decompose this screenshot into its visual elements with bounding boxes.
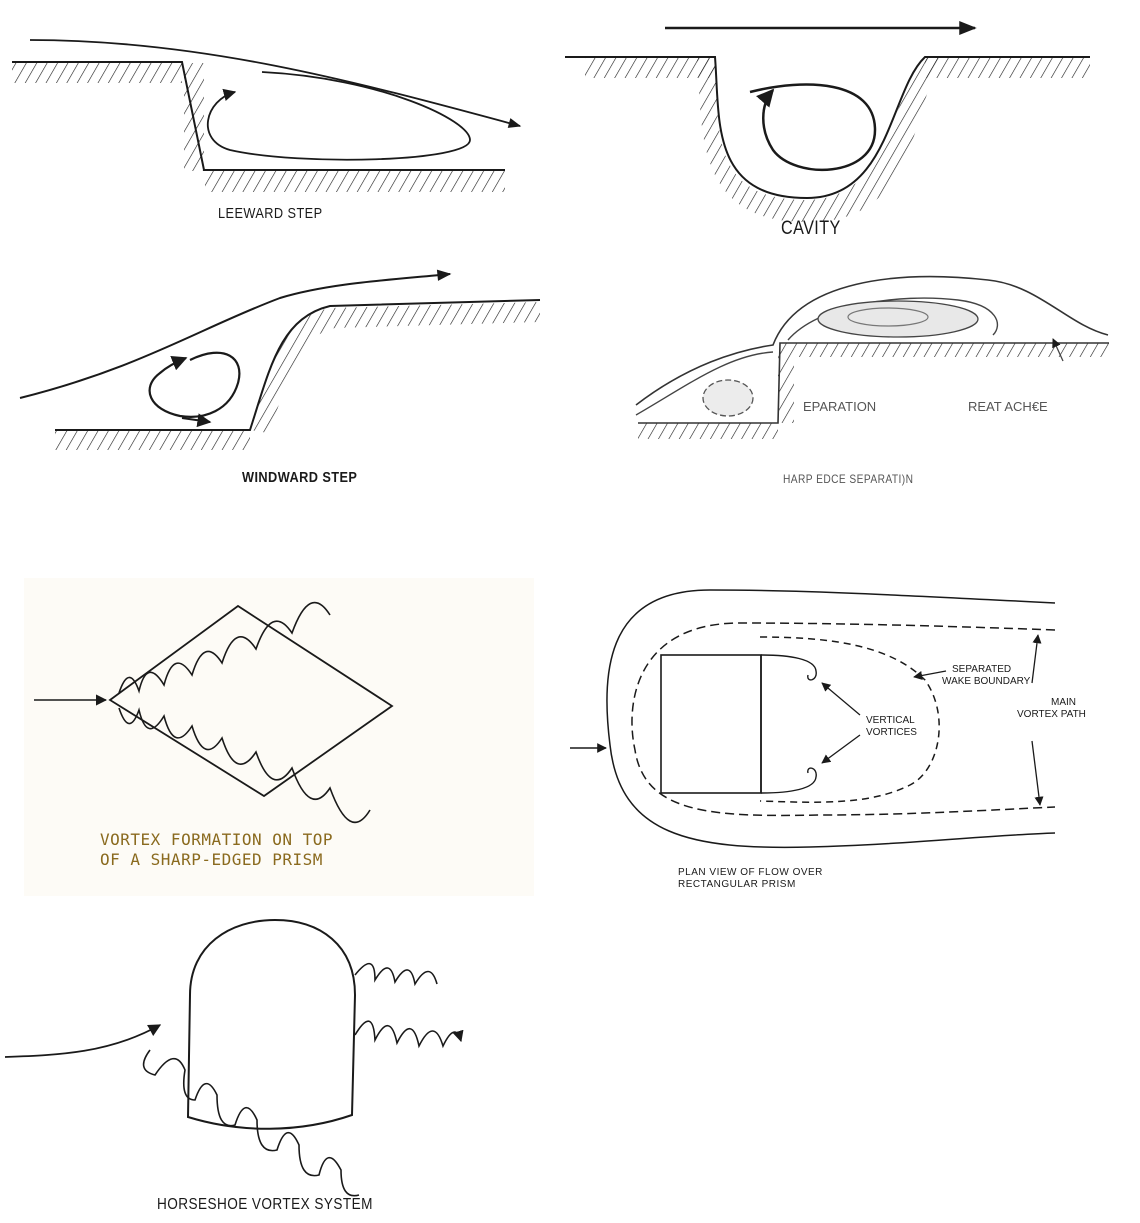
plan-view-diagram: SEPARATED WAKE BOUNDARY VERTICAL VORTICE…	[570, 585, 1140, 900]
streamline-arrow	[20, 274, 450, 398]
eddy-return-arrow	[182, 418, 210, 422]
vortices-label-line1: VERTICAL	[866, 715, 915, 726]
plan-view-caption-line1: PLAN VIEW OF FLOW OVER	[678, 867, 823, 879]
sharp-edge-caption: HARP EDCE SEPARATI)N	[783, 472, 913, 486]
lower-surface-hatch	[205, 170, 505, 192]
outer-streamline	[636, 277, 1108, 405]
lower-trailing-vortex	[355, 1021, 461, 1046]
separation-label: EPARATION	[803, 399, 876, 414]
inflow-arrow	[5, 1025, 160, 1057]
main-path-label-line2: VORTEX PATH	[1017, 709, 1086, 720]
main-path-label-line1: MAIN	[1051, 697, 1076, 708]
recirculation-eddy	[208, 72, 470, 160]
lower-vertical-vortex	[761, 768, 816, 793]
corner-eddy	[703, 380, 753, 416]
lower-vortex-coil	[119, 708, 370, 822]
horseshoe-panel: HORSESHOE VORTEX SYSTEM	[0, 915, 520, 1220]
upper-surface-hatch	[12, 63, 182, 83]
right-surface-hatch	[925, 58, 1090, 78]
prism-body	[188, 920, 355, 1129]
prism-vortex-caption-line1: VORTEX FORMATION ON TOP	[100, 830, 333, 849]
left-surface-hatch	[585, 58, 715, 78]
main-path-pointer-lower	[1032, 741, 1040, 805]
cavity-surface	[565, 57, 1090, 198]
sharp-edge-panel: EPARATION REAT ACH€E HARP EDCE SEPARATI)…	[598, 255, 1140, 500]
horseshoe-diagram	[0, 915, 520, 1220]
step-hatch	[250, 302, 540, 433]
leeward-step-panel: LEEWARD STEP	[0, 0, 545, 250]
leeward-step-caption: LEEWARD STEP	[218, 205, 323, 222]
cavity-vortex	[750, 85, 875, 170]
main-vortex-path-line	[632, 623, 1055, 815]
wake-label-line2: WAKE BOUNDARY	[942, 676, 1031, 687]
inner-streamline	[636, 352, 773, 415]
vortices-pointer-lower	[822, 735, 860, 763]
cavity-diagram	[545, 0, 1140, 255]
cavity-caption: CAVITY	[781, 218, 841, 240]
vortices-label-line2: VORTICES	[866, 727, 917, 738]
outer-streamline	[607, 590, 1055, 847]
cavity-panel: CAVITY	[545, 0, 1140, 255]
vortices-pointer-upper	[822, 683, 860, 715]
reattachment-bubble	[818, 301, 978, 337]
prism-rectangle	[661, 655, 761, 793]
horseshoe-caption: HORSESHOE VORTEX SYSTEM	[157, 1196, 373, 1214]
sharp-edge-diagram: EPARATION REAT ACH€E	[598, 255, 1140, 500]
plan-view-caption-line2: RECTANGULAR PRISM	[678, 879, 796, 891]
main-path-pointer-upper	[1032, 635, 1038, 683]
upper-vertical-vortex	[761, 655, 816, 680]
upper-trailing-vortex	[355, 964, 437, 984]
wake-label-line1: SEPARATED	[952, 664, 1011, 675]
reattachment-label: REAT ACH€E	[968, 399, 1048, 414]
plan-view-panel: SEPARATED WAKE BOUNDARY VERTICAL VORTICE…	[570, 585, 1140, 900]
prism-vortex-panel: VORTEX FORMATION ON TOP OF A SHARP-EDGED…	[24, 578, 534, 896]
prism-top-outline	[110, 606, 392, 796]
prism-vortex-caption-line2: OF A SHARP-EDGED PRISM	[100, 850, 323, 869]
windward-step-panel: WINDWARD STEP	[0, 258, 565, 508]
lower-surface-hatch	[638, 423, 778, 439]
upper-surface-hatch	[794, 343, 1109, 357]
windward-step-caption: WINDWARD STEP	[242, 469, 357, 486]
lower-surface-hatch	[55, 430, 250, 450]
windward-eddy	[150, 353, 240, 417]
